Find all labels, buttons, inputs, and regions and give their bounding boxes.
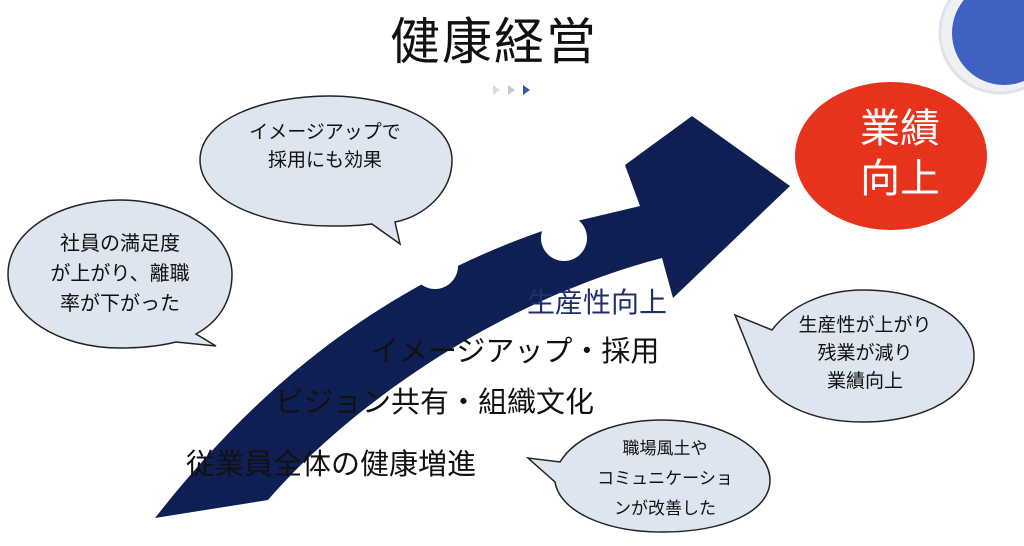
- bubble-satisfaction-shape: [7, 199, 233, 349]
- bubble-line: イメージアップで: [249, 121, 401, 143]
- step-label-health: 従業員全体の健康増進: [186, 447, 477, 481]
- goal-label-line-1: 業績: [860, 106, 940, 152]
- step-label-vision-culture: ビジョン共有・組織文化: [275, 385, 595, 419]
- title-chevrons-icon: [493, 85, 530, 95]
- bubble-line: 残業が減り: [817, 342, 913, 364]
- bubble-recruit-shape: [199, 95, 453, 246]
- bubble-line: 業績向上: [826, 370, 903, 392]
- bubble-line: 職場風土や: [622, 439, 708, 459]
- growth-arrow: [155, 116, 790, 518]
- arrow-dot-4: [541, 215, 587, 261]
- bubble-line: 社員の満足度: [60, 231, 180, 255]
- bubble-communication-shape: [525, 419, 771, 533]
- bubble-line: 率が下がった: [60, 291, 180, 315]
- goal-ellipse: [795, 82, 987, 230]
- bubble-recruit-text: イメージアップで 採用にも効果: [230, 118, 420, 174]
- bubble-line: ンが改善した: [614, 499, 716, 519]
- bubble-productivity-text: 生産性が上がり 残業が減り 業績向上: [790, 311, 940, 395]
- bubble-productivity-shape: [733, 289, 975, 423]
- bubble-line: 採用にも効果: [267, 149, 382, 171]
- arrow-dot-1: [199, 352, 245, 398]
- step-label-image-recruit: イメージアップ・採用: [370, 334, 660, 368]
- bubble-communication-text: 職場風土や コミュニケーショ ンが改善した: [580, 434, 750, 524]
- step-label-productivity: 生産性向上: [527, 286, 668, 319]
- goal-label-line-2: 向上: [860, 156, 940, 202]
- bubble-line: 生産性が上がり: [798, 314, 932, 336]
- bubble-satisfaction-text: 社員の満足度 が上がり、離職 率が下がった: [30, 228, 210, 318]
- arrow-dot-3: [412, 243, 458, 289]
- bubble-line: が上がり、離職: [50, 261, 190, 285]
- slide-title: 健康経営: [390, 13, 598, 71]
- arrow-dot-2: [291, 293, 337, 339]
- bubble-line: コミュニケーショ: [597, 469, 733, 489]
- decorative-blue-circle: [952, 0, 1024, 85]
- goal-label: 業績 向上: [830, 104, 970, 204]
